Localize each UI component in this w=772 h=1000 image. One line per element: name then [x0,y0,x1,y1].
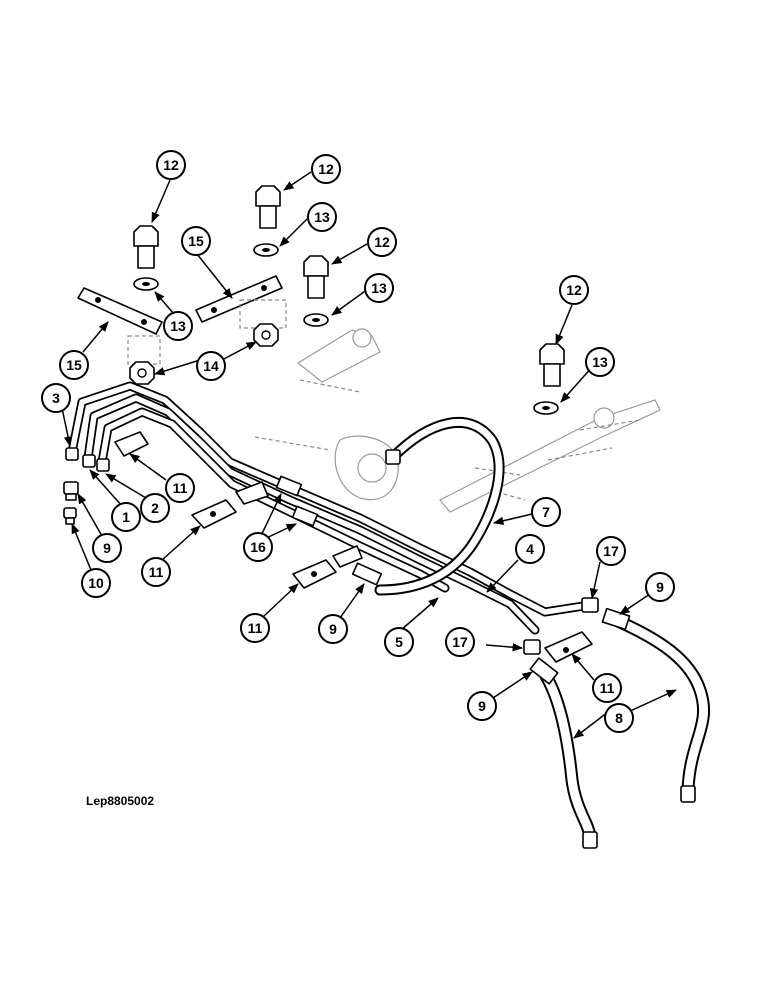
callout-label: 14 [203,358,219,374]
callout-12: 12 [156,150,186,180]
callout-label: 9 [478,698,486,714]
callout-16: 16 [243,532,273,562]
callout-8: 8 [604,703,634,733]
callout-label: 9 [103,540,111,556]
mounting-hardware [77,185,565,415]
callout-label: 4 [526,541,534,557]
callout-label: 12 [163,157,179,173]
callout-label: 15 [66,357,82,373]
callout-13: 13 [585,347,615,377]
callout-label: 11 [600,680,615,696]
callout-11: 11 [592,673,622,703]
callout-12: 12 [311,154,341,184]
callout-3: 3 [41,383,71,413]
tube-clamps [114,431,593,663]
callout-label: 12 [566,282,582,298]
callout-label: 10 [88,575,104,591]
callout-5: 5 [384,627,414,657]
callout-4: 4 [515,534,545,564]
callout-label: 8 [615,710,623,726]
callout-label: 9 [656,579,664,595]
callout-13: 13 [163,311,193,341]
hoses-8 [529,607,710,849]
callout-13: 13 [307,202,337,232]
loose-fittings [63,481,79,525]
callout-label: 13 [170,318,186,334]
callout-label: 11 [173,480,188,496]
callout-label: 2 [151,500,159,516]
callout-9: 9 [318,614,348,644]
drawing-reference-code: Lep8805002 [86,794,155,808]
callout-11: 11 [165,473,195,503]
callout-label: 3 [52,390,60,406]
callout-label: 9 [329,621,337,637]
callout-14: 14 [196,351,226,381]
callout-7: 7 [531,497,561,527]
callout-label: 17 [452,634,468,650]
callout-13: 13 [364,273,394,303]
callout-label: 12 [318,161,334,177]
callout-label: 13 [592,354,608,370]
callout-10: 10 [81,568,111,598]
callout-label: 15 [188,233,204,249]
callout-11: 11 [141,557,171,587]
hose-7 [374,416,505,596]
callout-11: 11 [240,613,270,643]
callout-label: 11 [248,620,263,636]
union-fittings [275,475,383,586]
callout-15: 15 [181,226,211,256]
tube-end-fittings [65,447,110,472]
callout-label: 17 [603,543,619,559]
callout-label: 16 [250,539,266,555]
callout-label: 13 [314,209,330,225]
callout-1: 1 [111,502,141,532]
callout-15: 15 [59,350,89,380]
callout-9: 9 [92,533,122,563]
callout-label: 11 [149,564,164,580]
callout-label: 5 [395,634,403,650]
callout-17: 17 [596,536,626,566]
callout-9: 9 [645,572,675,602]
elbow-fittings [523,597,599,655]
callout-12: 12 [367,227,397,257]
callout-17: 17 [445,627,475,657]
callout-label: 12 [374,234,390,250]
callout-label: 1 [122,509,130,525]
callout-2: 2 [140,493,170,523]
callout-12: 12 [559,275,589,305]
callout-9: 9 [467,691,497,721]
leader-lines [61,171,677,739]
callout-label: 13 [371,280,387,296]
callout-label: 7 [542,504,550,520]
